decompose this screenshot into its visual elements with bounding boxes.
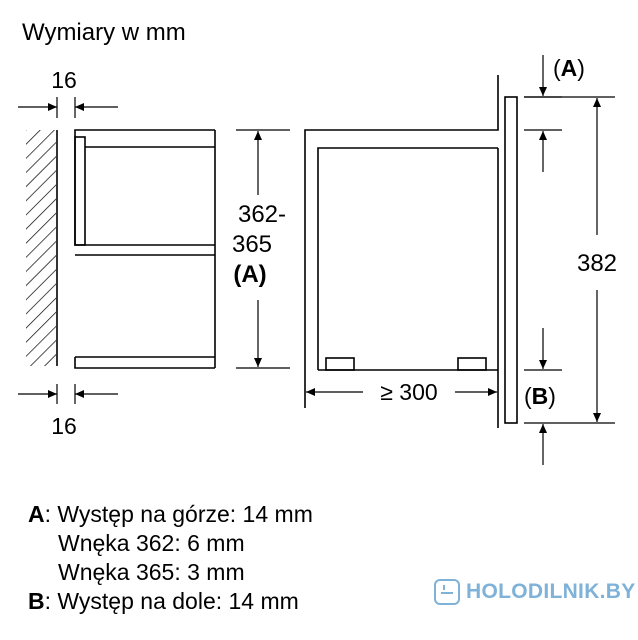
legend-key-a: A bbox=[28, 501, 45, 527]
offset-a-label: (A) bbox=[553, 55, 585, 81]
watermark: HOLODILNIK.BY bbox=[434, 577, 636, 607]
niche-height-label-3: (A) bbox=[233, 261, 266, 288]
total-height-label: 382 bbox=[577, 250, 617, 277]
wall-hatch bbox=[26, 130, 58, 366]
appliance-side-view bbox=[304, 75, 518, 428]
total-height-dimension bbox=[524, 96, 615, 422]
legend-row-b: B: Występ na dole: 14 mm bbox=[28, 587, 313, 616]
niche-height-label-1: 362- bbox=[238, 201, 286, 228]
legend-text-b: : Występ na dole: 14 mm bbox=[44, 588, 299, 614]
fridge-icon bbox=[434, 579, 460, 605]
gap-top-dimension bbox=[18, 97, 118, 118]
page-title: Wymiary w mm bbox=[22, 19, 186, 46]
cabinet-niche bbox=[74, 129, 216, 369]
gap-bottom-label: 16 bbox=[51, 413, 77, 439]
legend: A: Występ na górze: 14 mm Wnęka 362: 6 m… bbox=[28, 500, 313, 616]
legend-key-b: B bbox=[28, 588, 45, 614]
offset-b-label: (B) bbox=[524, 383, 556, 409]
niche-height-label-2: 365 bbox=[232, 231, 272, 258]
depth-label: ≥ 300 bbox=[380, 379, 437, 405]
legend-row-niche-365: Wnęka 365: 3 mm bbox=[58, 559, 245, 585]
gap-top-label: 16 bbox=[51, 67, 77, 93]
legend-text-a: : Występ na górze: 14 mm bbox=[44, 501, 313, 527]
watermark-text: HOLODILNIK.BY bbox=[466, 580, 636, 603]
gap-bottom-dimension bbox=[18, 384, 118, 404]
legend-row-a: A: Występ na górze: 14 mm bbox=[28, 500, 313, 529]
offset-b-dimension bbox=[524, 328, 615, 465]
legend-row-niche-362: Wnęka 362: 6 mm bbox=[58, 530, 245, 556]
niche-height-dimension bbox=[236, 129, 290, 369]
